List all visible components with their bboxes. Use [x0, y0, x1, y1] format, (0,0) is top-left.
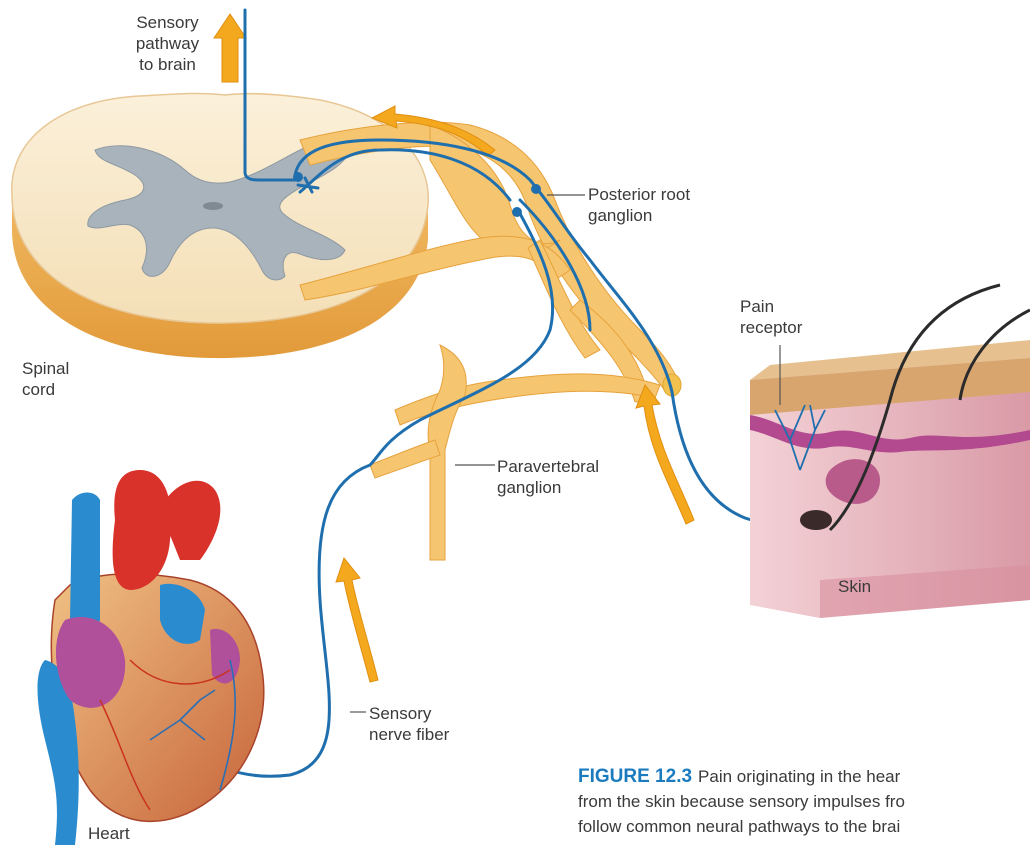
caption-line-3: follow common neural pathways to the bra… [578, 814, 1030, 839]
heart-label: Heart [88, 823, 130, 844]
sensory-pathway-label: Sensory pathway to brain [120, 12, 215, 75]
caption-line-1: Pain originating in the hear [698, 767, 900, 786]
posterior-root-ganglion-label: Posterior root ganglion [588, 184, 690, 226]
arrow-from-heart [336, 558, 378, 682]
spinal-cord-label: Spinal cord [22, 358, 69, 400]
caption-line-2: from the skin because sensory impulses f… [578, 789, 1030, 814]
figure-number: FIGURE 12.3 [578, 766, 692, 787]
paravertebral-ganglion-label: Paravertebral ganglion [497, 456, 599, 498]
sensory-nerve-fiber-label: Sensory nerve fiber [369, 703, 449, 745]
pain-receptor-label: Pain receptor [740, 296, 802, 338]
skin-label: Skin [838, 576, 871, 597]
heart-illustration [38, 470, 264, 845]
arrow-up-to-brain [214, 14, 246, 82]
arrow-from-skin [636, 385, 694, 524]
